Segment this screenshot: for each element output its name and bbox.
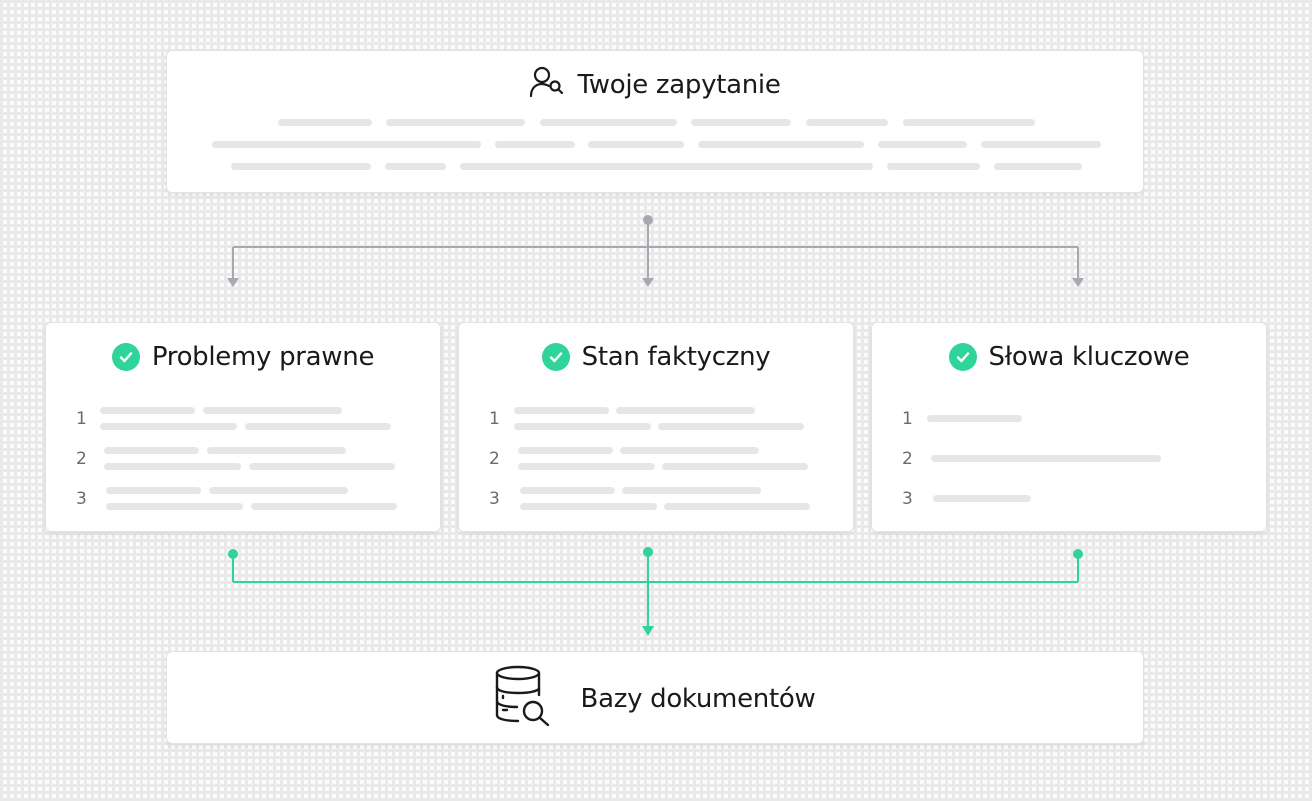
placeholder-line: [100, 407, 195, 414]
query-title-row: Twoje zapytanie: [167, 65, 1143, 106]
placeholder-line: [878, 141, 967, 148]
placeholder-line: [249, 463, 395, 470]
list-number: 2: [489, 449, 500, 469]
arrow-down-database: [642, 626, 654, 636]
list-number: 2: [76, 449, 87, 469]
placeholder-line: [931, 455, 1161, 462]
placeholder-line: [933, 495, 1031, 502]
placeholder-line: [620, 447, 759, 454]
bottom-dot-left: [228, 549, 238, 559]
placeholder-line: [245, 423, 391, 430]
placeholder-line: [981, 141, 1101, 148]
placeholder-line: [106, 503, 243, 510]
placeholder-line: [806, 119, 888, 126]
factual-state-title-row: Stan faktyczny: [459, 339, 853, 375]
legal-problems-title-row: Problemy prawne: [46, 339, 440, 375]
legal-problems-title: Problemy prawne: [151, 342, 375, 372]
list-number: 3: [76, 489, 87, 509]
list-number: 3: [902, 489, 913, 509]
keywords-title: Słowa kluczowe: [988, 342, 1190, 372]
list-number: 1: [489, 409, 500, 429]
placeholder-line: [691, 119, 791, 126]
placeholder-line: [209, 487, 348, 494]
list-number: 1: [902, 409, 913, 429]
placeholder-line: [203, 407, 342, 414]
arrow-right: [1072, 278, 1084, 287]
top-connectors: [232, 220, 1079, 280]
placeholder-line: [927, 415, 1022, 422]
placeholder-line: [658, 423, 804, 430]
placeholder-line: [100, 423, 237, 430]
placeholder-line: [664, 503, 810, 510]
placeholder-line: [520, 487, 615, 494]
placeholder-line: [207, 447, 346, 454]
placeholder-line: [520, 503, 657, 510]
placeholder-line: [994, 163, 1082, 170]
database-title: Bazy dokumentów: [580, 684, 816, 714]
keywords-title-row: Słowa kluczowe: [872, 339, 1266, 375]
placeholder-line: [278, 119, 372, 126]
placeholder-line: [518, 447, 613, 454]
factual-state-title: Stan faktyczny: [581, 342, 771, 372]
placeholder-line: [385, 163, 446, 170]
user-search-icon: [529, 65, 565, 106]
bottom-dot-right: [1073, 549, 1083, 559]
keywords-card: Słowa kluczowe 1 2 3: [871, 322, 1267, 532]
placeholder-line: [588, 141, 684, 148]
check-circle-icon: [948, 343, 977, 371]
placeholder-line: [616, 407, 755, 414]
placeholder-line: [460, 163, 873, 170]
list-number: 2: [902, 449, 913, 469]
check-circle-icon: [111, 343, 140, 371]
list-number: 3: [489, 489, 500, 509]
arrow-left: [227, 278, 239, 287]
placeholder-line: [386, 119, 525, 126]
placeholder-line: [212, 141, 481, 148]
factual-state-card: Stan faktyczny 1 2 3: [458, 322, 854, 532]
check-circle-icon: [541, 343, 570, 371]
database-card: Bazy dokumentów: [166, 651, 1144, 744]
placeholder-line: [662, 463, 808, 470]
top-connector-dot: [643, 215, 653, 225]
placeholder-line: [887, 163, 980, 170]
query-card: Twoje zapytanie: [166, 50, 1144, 193]
placeholder-line: [518, 463, 655, 470]
placeholder-line: [903, 119, 1035, 126]
placeholder-line: [231, 163, 371, 170]
placeholder-line: [514, 423, 651, 430]
database-title-row: Bazy dokumentów: [167, 665, 1143, 729]
placeholder-line: [104, 463, 241, 470]
query-title: Twoje zapytanie: [577, 70, 781, 100]
placeholder-line: [106, 487, 201, 494]
placeholder-line: [495, 141, 575, 148]
bottom-dot-center: [643, 547, 653, 557]
legal-problems-card: Problemy prawne 1 2 3: [45, 322, 441, 532]
arrow-center: [642, 278, 654, 287]
list-number: 1: [76, 409, 87, 429]
placeholder-line: [540, 119, 677, 126]
placeholder-line: [104, 447, 199, 454]
placeholder-line: [622, 487, 761, 494]
bottom-connectors: [232, 552, 1079, 628]
database-search-icon: [495, 665, 553, 734]
placeholder-line: [251, 503, 397, 510]
placeholder-line: [698, 141, 864, 148]
placeholder-line: [514, 407, 609, 414]
